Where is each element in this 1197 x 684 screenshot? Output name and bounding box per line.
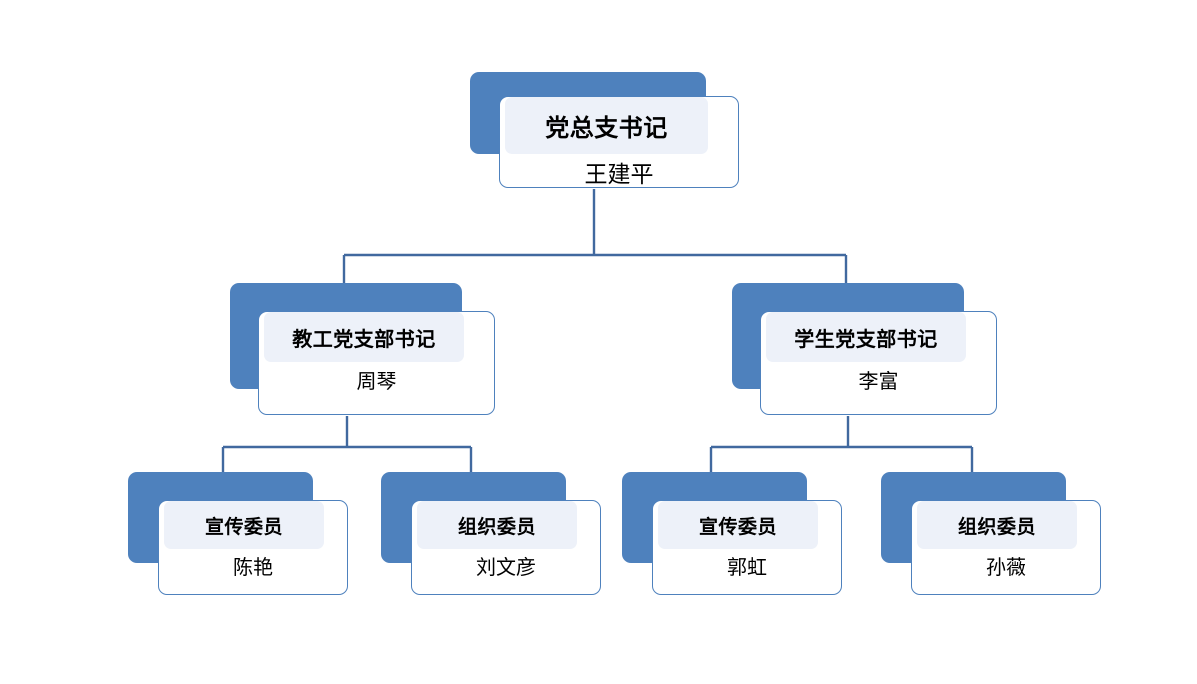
node-role-label: 教工党支部书记 bbox=[292, 326, 436, 351]
node-role-label: 宣传委员 bbox=[698, 515, 777, 538]
node-card: 教工党支部书记 周琴 bbox=[258, 311, 495, 415]
node-card: 组织委员 孙薇 bbox=[911, 500, 1101, 595]
node-person-label: 周琴 bbox=[356, 369, 397, 393]
node-person-label: 李富 bbox=[858, 369, 899, 393]
node-card: 学生党支部书记 李富 bbox=[760, 311, 997, 415]
node-title-band: 组织委员 bbox=[917, 501, 1077, 549]
node-role-label: 宣传委员 bbox=[204, 515, 283, 538]
node-person-label: 刘文彦 bbox=[476, 555, 536, 579]
node-role-label: 组织委员 bbox=[957, 515, 1036, 538]
node-person-label: 孙薇 bbox=[986, 555, 1026, 579]
node-person-label: 陈艳 bbox=[233, 555, 273, 579]
node-title-band: 党总支书记 bbox=[505, 97, 708, 154]
node-card: 组织委员 刘文彦 bbox=[411, 500, 601, 595]
node-title-band: 学生党支部书记 bbox=[766, 312, 966, 362]
node-card: 宣传委员 郭虹 bbox=[652, 500, 842, 595]
node-person-label: 郭虹 bbox=[727, 555, 767, 579]
node-title-band: 组织委员 bbox=[417, 501, 577, 549]
node-role-label: 党总支书记 bbox=[545, 114, 668, 142]
node-title-band: 宣传委员 bbox=[164, 501, 324, 549]
node-title-band: 教工党支部书记 bbox=[264, 312, 464, 362]
node-person-label: 王建平 bbox=[584, 162, 654, 188]
node-card: 党总支书记 王建平 bbox=[499, 96, 739, 188]
node-card: 宣传委员 陈艳 bbox=[158, 500, 348, 595]
node-role-label: 组织委员 bbox=[457, 515, 536, 538]
node-role-label: 学生党支部书记 bbox=[794, 326, 938, 351]
node-title-band: 宣传委员 bbox=[658, 501, 818, 549]
